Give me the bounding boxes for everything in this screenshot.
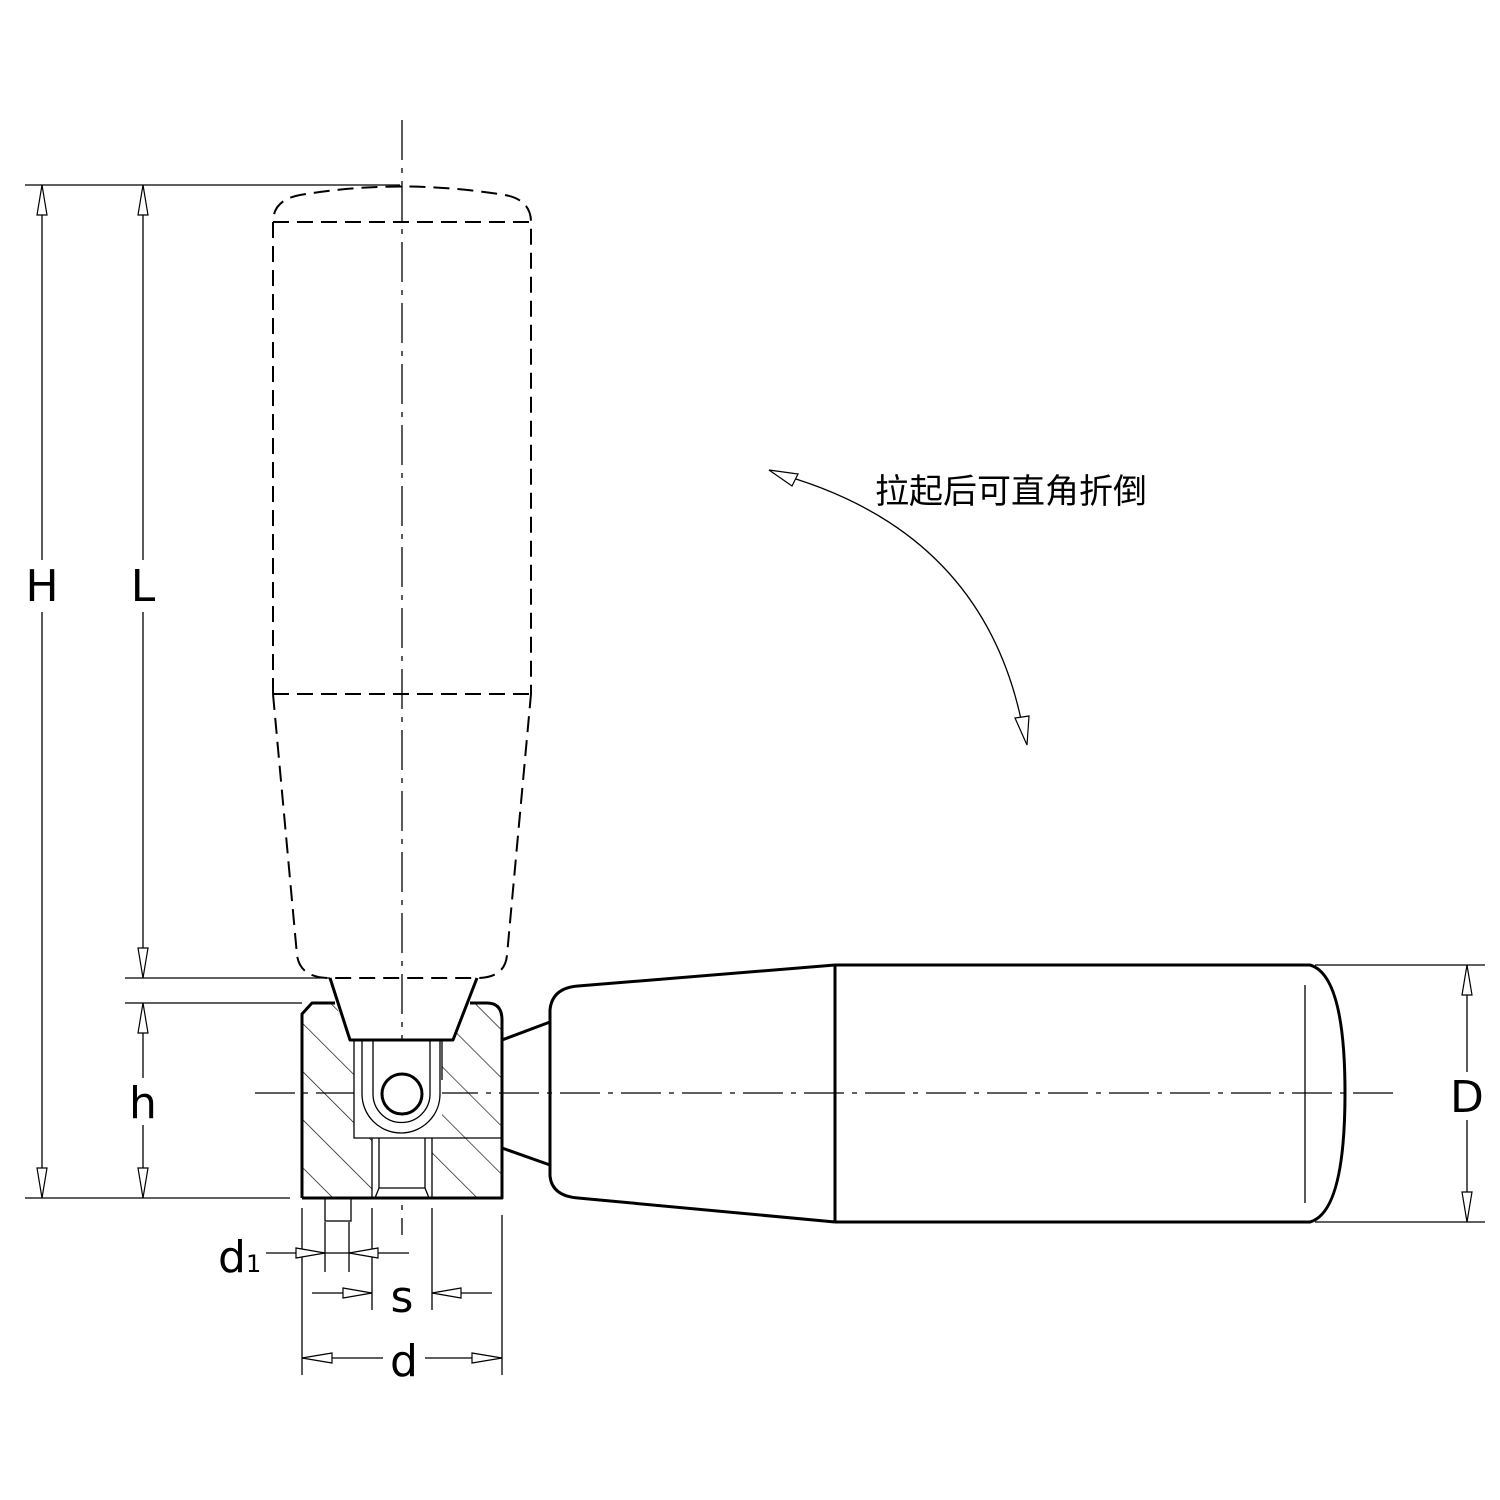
dimension-H: H	[25, 184, 59, 1199]
label-L: L	[131, 561, 156, 612]
label-H: H	[25, 561, 58, 612]
dimension-d: d	[301, 1336, 503, 1387]
extension-lines	[25, 184, 1485, 1375]
pivot-pin	[380, 1072, 424, 1116]
dimension-d1: d1	[218, 1232, 409, 1283]
label-D: D	[1450, 1072, 1484, 1123]
label-d1: d1	[218, 1232, 261, 1283]
fold-direction-arrow	[768, 469, 1030, 746]
upright-handle-phantom	[272, 185, 532, 979]
locating-pin	[324, 1197, 352, 1222]
dimension-s: s	[312, 1272, 492, 1323]
dimension-D: D	[1450, 964, 1484, 1223]
folded-handle	[501, 963, 1347, 1224]
label-h: h	[129, 1078, 157, 1129]
dimension-h: h	[129, 1002, 157, 1199]
hub-section	[300, 977, 504, 1222]
dimension-L: L	[131, 184, 156, 979]
fold-note: 拉起后可直角折倒	[875, 472, 1147, 512]
label-s: s	[391, 1272, 414, 1323]
label-d: d	[390, 1336, 418, 1387]
